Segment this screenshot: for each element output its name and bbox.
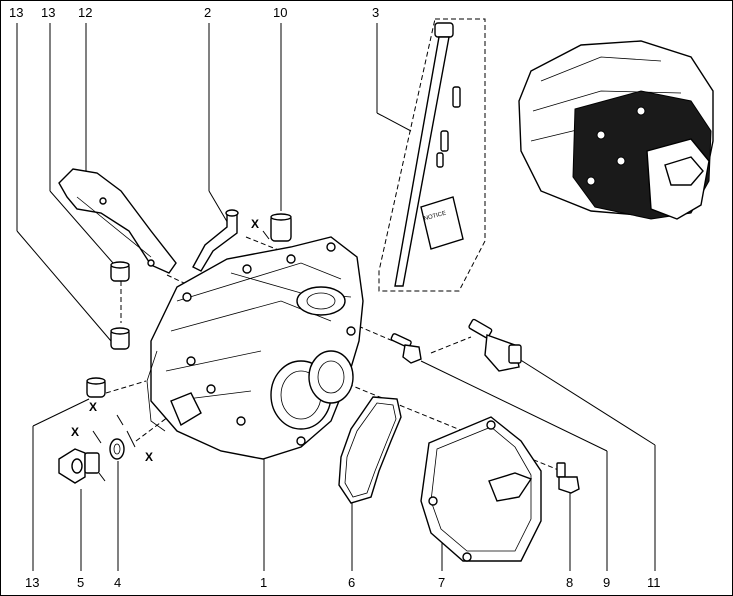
sleeve — [270, 213, 292, 242]
callout-9: 9 — [603, 575, 610, 590]
callout-1: 1 — [260, 575, 267, 590]
bushings — [86, 261, 130, 398]
notice-text: NOTICE — [423, 211, 446, 223]
callout-6: 6 — [348, 575, 355, 590]
callout-3: 3 — [372, 5, 379, 20]
bottom-leader-lines — [32, 358, 656, 571]
top-leader-lines — [16, 23, 412, 342]
callout-13-top-left: 13 — [9, 5, 23, 20]
bolt — [556, 462, 580, 494]
callout-7: 7 — [438, 575, 445, 590]
callout-13-bottom: 13 — [25, 575, 39, 590]
callout-8: 8 — [566, 575, 573, 590]
sealing-washer — [109, 438, 125, 460]
assembled-gearbox-inset — [518, 40, 714, 220]
dipstick-kit: NOTICE — [378, 18, 486, 292]
gasket — [338, 396, 402, 504]
callout-2: 2 — [204, 5, 211, 20]
cover-plate — [58, 168, 177, 274]
callout-13-top: 13 — [41, 5, 55, 20]
gearbox-casing — [146, 236, 364, 460]
callout-12: 12 — [78, 5, 92, 20]
callout-5: 5 — [77, 575, 84, 590]
direction-arrows — [92, 230, 270, 482]
breather-pipe — [192, 209, 239, 272]
x-mark-plug-left: X — [71, 425, 79, 439]
x-mark-sleeve: X — [251, 217, 259, 231]
x-mark-plug-top: X — [89, 400, 97, 414]
drain-plug — [58, 448, 100, 484]
callout-4: 4 — [114, 575, 121, 590]
bolt-with-washer — [390, 333, 422, 364]
sensor — [468, 318, 522, 372]
x-mark-washer: X — [145, 450, 153, 464]
callout-10: 10 — [273, 5, 287, 20]
housing-cover — [420, 416, 542, 562]
callout-11: 11 — [647, 575, 661, 590]
